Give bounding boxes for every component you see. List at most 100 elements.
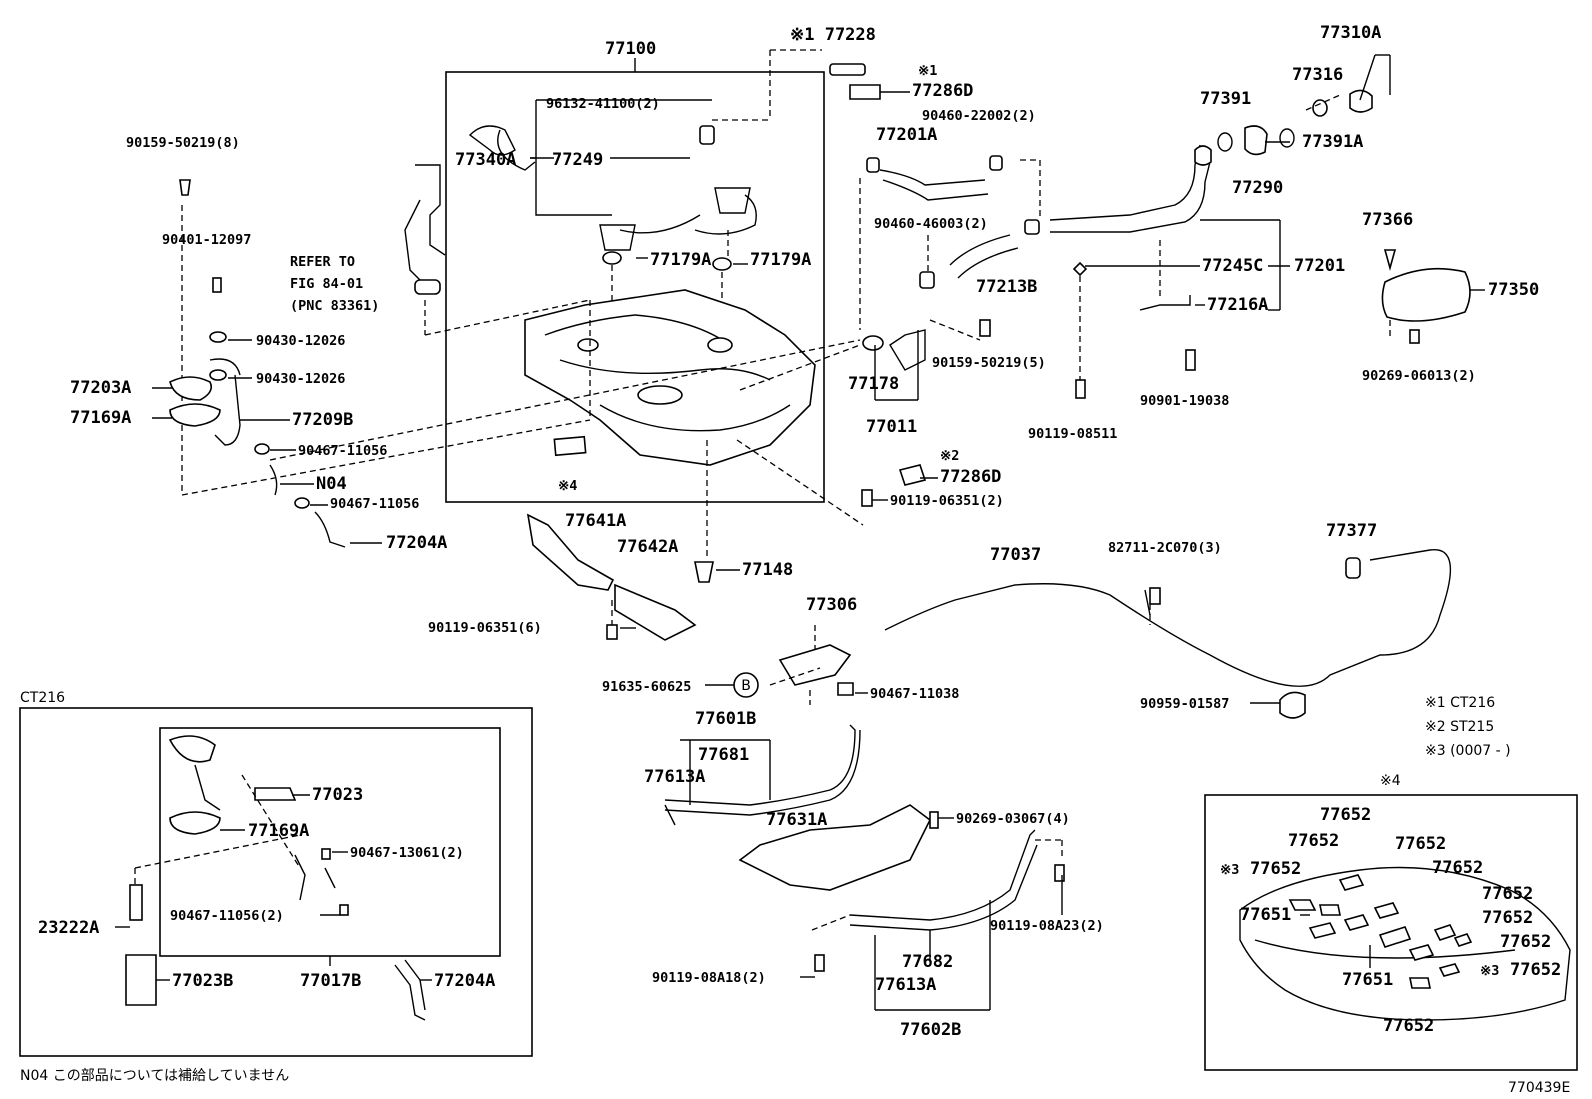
- strap-77602b: [849, 829, 1036, 921]
- label-77391: 77391: [1200, 89, 1251, 109]
- bolt-90119-08a23: [1054, 864, 1065, 882]
- label-77213b: 77213B: [976, 277, 1037, 297]
- label-77652-8: 77652: [1500, 932, 1551, 952]
- label-77366: 77366: [1362, 210, 1413, 230]
- label-77681: 77681: [698, 745, 749, 765]
- refer-line-3: (PNC 83361): [290, 298, 379, 314]
- gasket-77179a-1: [602, 251, 622, 265]
- inset-pads-title: ※4: [1380, 773, 1401, 789]
- label-77286d-2: 77286D: [940, 467, 1001, 487]
- label-90401-12097: 90401-12097: [162, 232, 251, 248]
- inset-ct216-box: [19, 707, 533, 1057]
- clip-77613a-1: [664, 804, 676, 826]
- refer-line-2: FIG 84-01: [290, 276, 363, 292]
- label-77178: 77178: [848, 374, 899, 394]
- label-77652-6: 77652: [1482, 884, 1533, 904]
- evap-parts-top: [769, 49, 881, 120]
- part-90959: [1279, 691, 1306, 719]
- label-23222a: 23222A: [38, 918, 99, 938]
- label-77023: 77023: [312, 785, 363, 805]
- filler-pipe: [1049, 144, 1201, 221]
- label-77391a: 77391A: [1302, 132, 1363, 152]
- label-77316: 77316: [1292, 65, 1343, 85]
- label-90460-22002: 90460-22002(2): [922, 108, 1036, 124]
- bolt-90119-08a18: [814, 954, 825, 972]
- label-77652-2: 77652: [1288, 831, 1339, 851]
- fuel-pump-parts: [468, 119, 770, 345]
- label-90159-50219-8: 90159-50219(8): [126, 135, 240, 151]
- part-90467-11038: [837, 682, 854, 696]
- label-77601b: 77601B: [695, 709, 756, 729]
- protector-77642a: [614, 583, 697, 641]
- label-77613a-1: 77613A: [644, 767, 705, 787]
- label-90119-08a23: 90119-08A23(2): [990, 918, 1104, 934]
- label-77023b: 77023B: [172, 971, 233, 991]
- bolt-90901: [1185, 349, 1196, 371]
- label-82711-2c070: 82711-2C070(3): [1108, 540, 1222, 556]
- release-handle-parts: B: [733, 625, 854, 705]
- fuel-door-77350: [1381, 267, 1471, 322]
- label-90467-11056-inset: 90467-11056(2): [170, 908, 284, 924]
- pad-marker-4: [553, 435, 587, 457]
- hose-n04: [269, 464, 278, 496]
- figure-id: 770439E: [1508, 1080, 1570, 1096]
- label-77228: ※1 77228: [790, 25, 876, 45]
- label-91635-60625: 91635-60625: [602, 679, 691, 695]
- label-77613a-2: 77613A: [875, 975, 936, 995]
- bolt-90269-03067: [929, 811, 939, 829]
- label-90467-11056-a: 90467-11056: [298, 443, 387, 459]
- label-n04: N04: [316, 474, 347, 494]
- label-77201a: 77201A: [876, 125, 937, 145]
- bolt-90119-08511: [1075, 379, 1086, 399]
- plate-77203a: [169, 376, 213, 401]
- label-77652-5: 77652: [1432, 858, 1483, 878]
- label-77602b: 77602B: [900, 1020, 961, 1040]
- label-77652-1: 77652: [1320, 805, 1371, 825]
- part-77228: [829, 63, 866, 76]
- cap-77290: [1244, 125, 1268, 156]
- refer-line-1: REFER TO: [290, 254, 355, 270]
- valve-77011: [889, 329, 926, 371]
- label-77286d-1: 77286D: [912, 81, 973, 101]
- label-77179a-2: 77179A: [750, 250, 811, 270]
- filler-neck-parts: [736, 89, 1373, 526]
- part-77377: [1345, 557, 1361, 579]
- part-77366: [1383, 249, 1397, 271]
- part-23222a: [129, 884, 143, 921]
- callout-b: B: [741, 678, 751, 694]
- label-77286d-2-mark: ※2: [940, 448, 959, 464]
- pump-sender-b: [714, 187, 751, 214]
- label-77249: 77249: [552, 150, 603, 170]
- label-77310a: 77310A: [1320, 23, 1381, 43]
- label-77201: 77201: [1294, 256, 1345, 276]
- vent-pipe-parts: [169, 164, 861, 548]
- label-77306: 77306: [806, 595, 857, 615]
- handle-77306: [778, 644, 852, 686]
- label-96132-41100: 96132-41100(2): [546, 96, 660, 112]
- pipe-77204a: [314, 511, 346, 548]
- label-77290: 77290: [1232, 178, 1283, 198]
- label-90119-08a18: 90119-08A18(2): [652, 970, 766, 986]
- label-77203a: 77203A: [70, 378, 131, 398]
- label-90159-50219-5: 90159-50219(5): [932, 355, 1046, 371]
- label-77209b: 77209B: [292, 410, 353, 430]
- protector-77641a: [526, 513, 615, 591]
- label-77011: 77011: [866, 417, 917, 437]
- inset-ct216-parts: [125, 735, 426, 1021]
- label-90269-03067: 90269-03067(4): [956, 811, 1070, 827]
- label-90467-11056-b: 90467-11056: [330, 496, 419, 512]
- label-77652-10: 77652: [1383, 1016, 1434, 1036]
- label-77652-7: 77652: [1482, 908, 1533, 928]
- hose-77249: [497, 129, 536, 171]
- bolt-90119-06351-6: [606, 624, 618, 640]
- gasket-77179a-2: [712, 257, 732, 271]
- label-77204a-inset: 77204A: [434, 971, 495, 991]
- part-labels: 77100 ※1 77228 ※1 77286D 96132-41100(2) …: [38, 23, 1570, 1096]
- clip-77148: [694, 561, 714, 583]
- label-90119-06351-2: 90119-06351(2): [890, 493, 1004, 509]
- label-mark3-1: ※3: [1220, 862, 1239, 878]
- label-77216a: 77216A: [1207, 295, 1268, 315]
- label-77652-3: 77652: [1395, 834, 1446, 854]
